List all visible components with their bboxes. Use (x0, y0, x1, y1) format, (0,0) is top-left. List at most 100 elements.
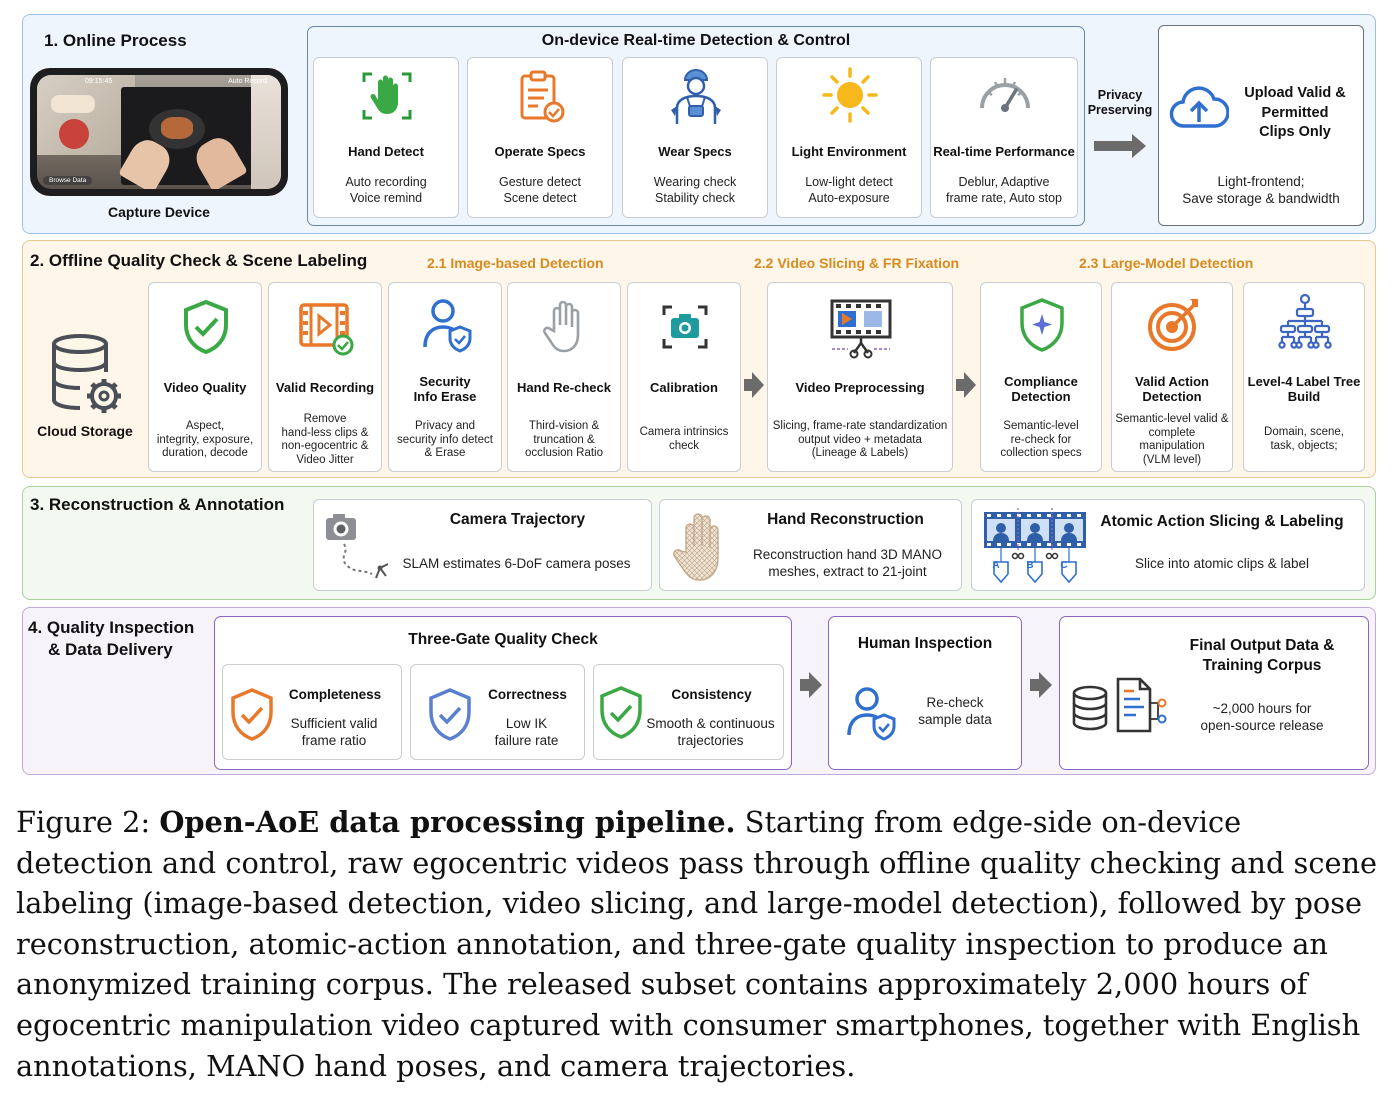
valid-recording-desc-line: hand-less clips & (281, 426, 369, 439)
light-environment-title: Light Environment (791, 144, 907, 159)
video-quality-desc: Aspect, integrity, exposure, duration, d… (151, 420, 259, 461)
atomic-action-card: A B C Atomic Action Slicing & Labeling S… (971, 499, 1365, 591)
clip-label-b: B (1026, 560, 1034, 571)
wear-specs-title: Wear Specs (658, 144, 732, 159)
video-preprocessing-desc: Slicing, frame-rate standardization outp… (770, 420, 950, 461)
online-process-title: 1. Online Process (44, 31, 187, 50)
completeness-title: Completeness (288, 687, 382, 702)
flow-arrow-icon (1030, 672, 1052, 698)
hand-recheck-title: Hand Re-check (517, 380, 611, 395)
human-inspection-desc1: Re-check (926, 695, 984, 710)
label-tree-desc-line: task, objects; (1270, 439, 1338, 452)
upload-title: Upload Valid & Permitted Clips Only (1229, 84, 1361, 143)
hand-recheck-desc-line: occlusion Ratio (525, 447, 603, 459)
flow-arrow-icon (744, 372, 764, 398)
security-erase-title1: Security (419, 374, 471, 389)
cloud-storage-label: Cloud Storage (37, 423, 133, 439)
wear-specs-desc2: Stability check (655, 191, 735, 205)
browse-data-button[interactable]: Browse Data (43, 176, 93, 185)
phone-status: Auto Record (228, 78, 267, 85)
label-tree-title1: Level-4 Label Tree (1247, 374, 1361, 389)
speedometer-icon (980, 78, 1030, 112)
compliance-detection-desc-line: re-check for (1010, 433, 1072, 446)
valid-action-desc-line: Semantic-level valid & (1115, 413, 1229, 425)
hand-reconstruction-desc1: Reconstruction hand 3D MANO (752, 547, 943, 562)
quality-inspection-title-line2: & Data Delivery (48, 640, 173, 659)
compliance-detection-card: Compliance Detection Semantic-level re-c… (980, 282, 1102, 472)
upload-desc2: Save storage & bandwidth (1182, 191, 1340, 206)
camera-trajectory-card: Camera Trajectory SLAM estimates 6-DoF c… (313, 499, 652, 591)
completeness-card: Completeness Sufficient valid frame rati… (222, 664, 402, 760)
video-preprocessing-desc-line: output video + metadata (798, 433, 922, 446)
consistency-title: Consistency (671, 687, 752, 702)
security-erase-desc: Privacy and security info detect & Erase (391, 420, 499, 461)
privacy-label-line2: Preserving (1087, 103, 1153, 117)
light-environment-desc2: Auto-exposure (808, 191, 890, 205)
hand-reconstruction-desc2: meshes, extract to 21-joint (768, 564, 927, 579)
valid-action-desc-line: complete (1148, 426, 1196, 439)
sun-icon (822, 67, 878, 123)
quality-inspection-title-line1: 4. Quality Inspection (28, 618, 195, 637)
database-document-icon (1072, 677, 1167, 733)
video-quality-desc-line: duration, decode (162, 447, 248, 459)
caption-text: Starting from edge-side on-device detect… (16, 805, 1378, 1083)
video-quality-title: Video Quality (163, 380, 247, 395)
label-tree-title2: Build (1287, 389, 1321, 404)
caption-title: Open-AoE data processing pipeline. (159, 805, 736, 839)
privacy-arrow-icon (1094, 134, 1146, 158)
hand-outline-icon (543, 300, 580, 353)
quality-inspection-title: 4. Quality Inspection & Data Delivery (28, 617, 194, 661)
upload-title-line3: Clips Only (1259, 124, 1331, 140)
light-environment-card: Light Environment Low-light detect Auto-… (776, 57, 922, 218)
film-scissors-icon (830, 299, 892, 359)
hand-recheck-card: Hand Re-check Third-vision & truncation … (507, 282, 621, 472)
atomic-clips-icon (984, 508, 1086, 584)
hand-reconstruction-title: Hand Reconstruction (767, 511, 924, 528)
video-preprocessing-desc-line: (Lineage & Labels) (811, 447, 909, 459)
calibration-desc-line: Camera intrinsics (639, 426, 729, 438)
realtime-performance-card: Real-time Performance Deblur, Adaptive f… (930, 57, 1078, 218)
final-output-desc2: open-source release (1200, 718, 1324, 733)
valid-action-desc: Semantic-level valid & complete manipula… (1114, 413, 1230, 467)
compliance-detection-desc: Semantic-level re-check for collection s… (983, 420, 1099, 461)
wear-specs-card: Wear Specs Wearing check Stability check (622, 57, 768, 218)
valid-recording-title: Valid Recording (275, 380, 375, 395)
security-erase-desc-line: Privacy and (414, 420, 476, 432)
cloud-upload-icon (1169, 86, 1229, 128)
video-quality-card: Video Quality Aspect, integrity, exposur… (148, 282, 262, 472)
clip-label-c: C (1060, 560, 1068, 571)
target-arrow-icon (1148, 299, 1198, 351)
hand-detect-desc1: Auto recording (345, 175, 427, 189)
capture-device-phone: 09:15:45 Auto Record Browse Data (30, 68, 288, 196)
shield-check-icon (231, 688, 273, 741)
clipboard-check-icon (520, 70, 565, 123)
human-inspection-title: Human Inspection (857, 635, 993, 652)
correctness-card: Correctness Low IK failure rate (410, 664, 585, 760)
video-slicing-heading: 2.2 Video Slicing & FR Fixation (754, 255, 960, 271)
upload-desc1: Light-frontend; (1217, 174, 1305, 189)
label-tree-desc-line: Domain, scene, (1264, 426, 1344, 438)
operate-specs-desc2: Scene detect (503, 191, 577, 205)
compliance-detection-title2: Detection (1011, 389, 1071, 404)
camera-trajectory-title: Camera Trajectory (449, 511, 586, 528)
completeness-desc2: frame ratio (301, 733, 367, 748)
flow-arrow-icon (956, 372, 976, 398)
person-camera-icon (671, 69, 721, 124)
film-play-icon (299, 303, 354, 356)
camera-trajectory-icon (326, 514, 389, 579)
hand-reconstruction-card: Hand Reconstruction Reconstruction hand … (659, 499, 962, 591)
shield-check-icon (600, 686, 642, 739)
hand-detect-title: Hand Detect (348, 144, 424, 159)
valid-recording-desc-line: Remove (303, 413, 347, 425)
reconstruction-title: 3. Reconstruction & Annotation (30, 495, 285, 514)
valid-action-desc-line: manipulation (1139, 440, 1205, 452)
video-preprocessing-card: Video Preprocessing Slicing, frame-rate … (767, 282, 953, 472)
large-model-heading: 2.3 Large-Model Detection (1079, 255, 1254, 271)
offline-quality-title: 2. Offline Quality Check & Scene Labelin… (30, 251, 368, 270)
video-quality-desc-line: Aspect, (185, 420, 225, 432)
figure-caption: Figure 2: Open-AoE data processing pipel… (16, 802, 1382, 1086)
label-tree-card: Level-4 Label Tree Build Domain, scene, … (1243, 282, 1365, 472)
human-inspection-desc2: sample data (918, 712, 992, 727)
consistency-desc1: Smooth & continuous (646, 716, 775, 731)
final-output-title-line2: Training Corpus (1202, 657, 1322, 674)
